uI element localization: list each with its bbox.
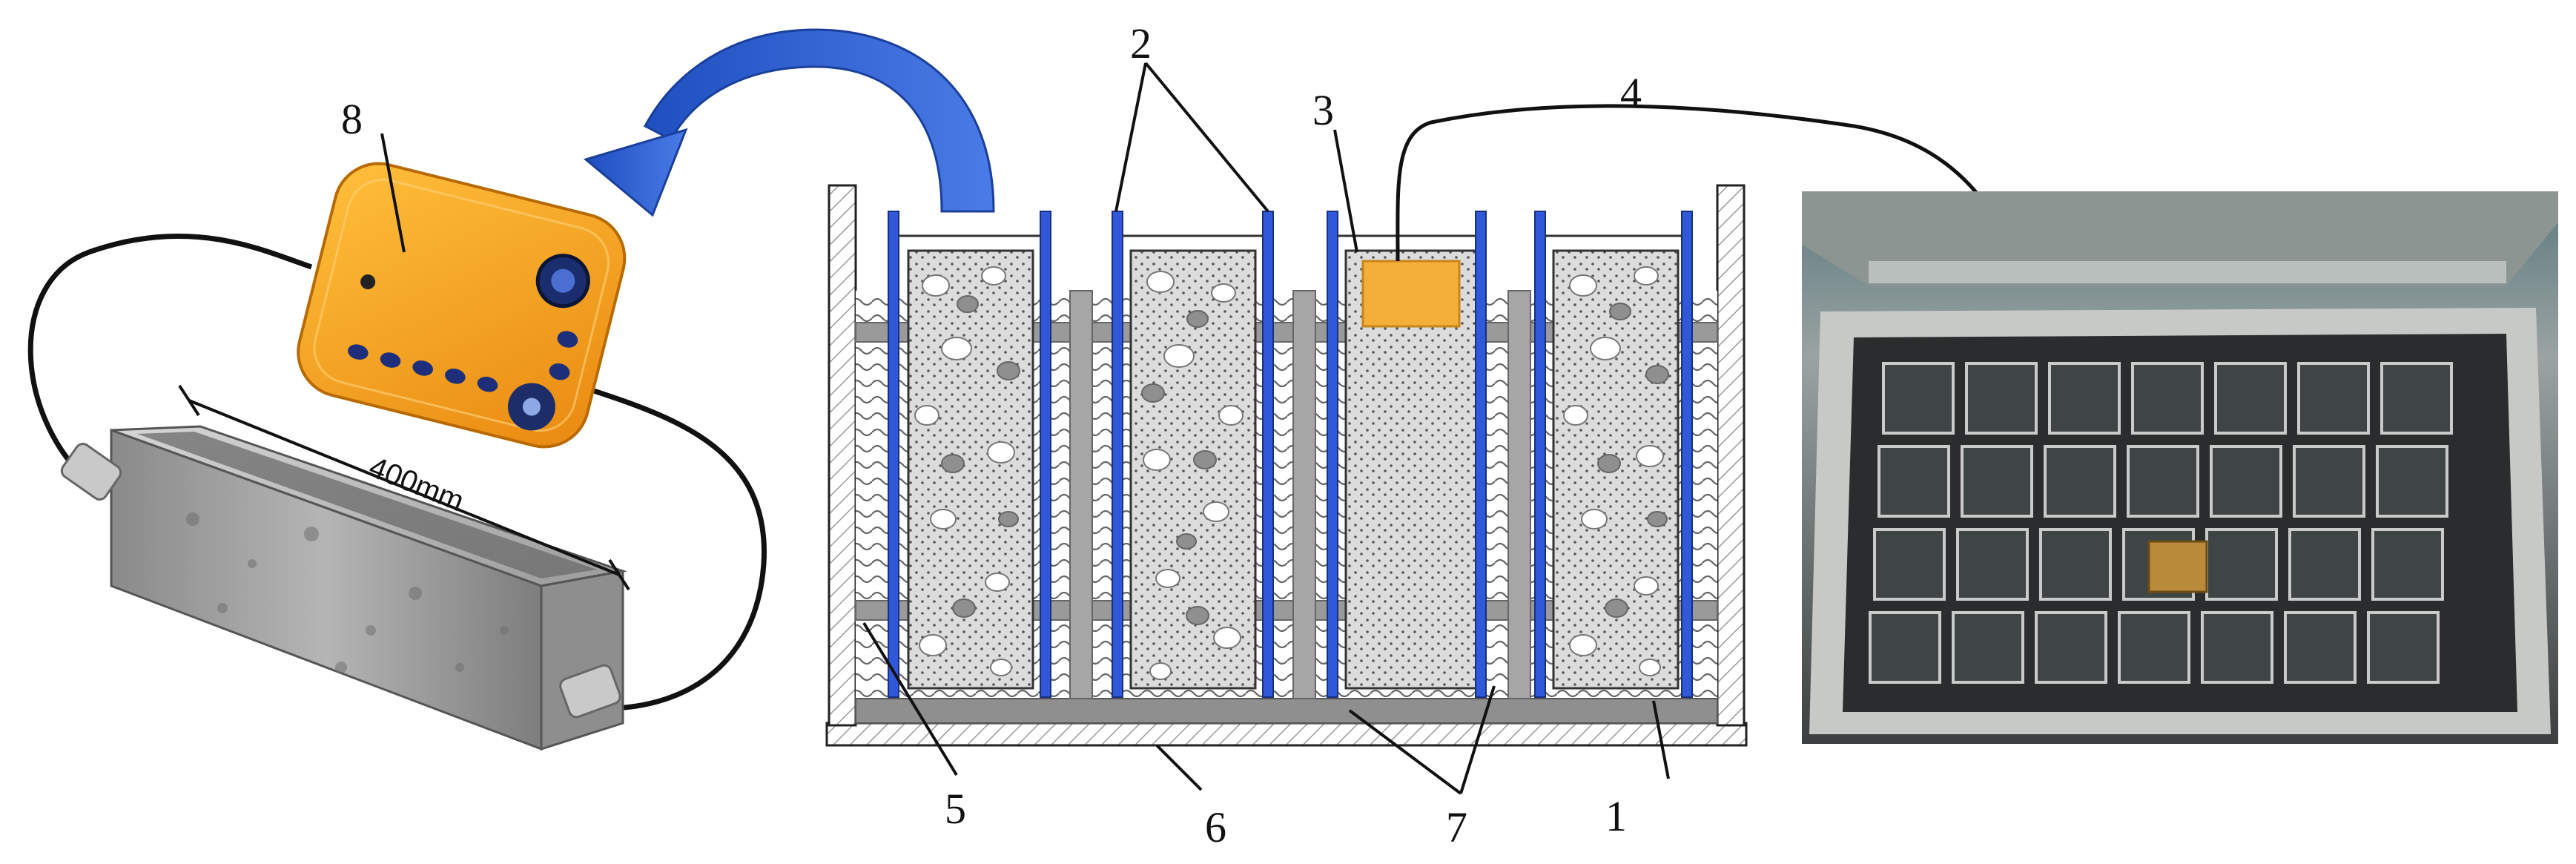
sensor-block	[1361, 260, 1461, 328]
curved-arrow-icon	[583, 28, 995, 217]
photo-mold-cell	[2367, 611, 2440, 684]
mold-grid	[1869, 362, 2453, 684]
photo-mold-cell	[1952, 611, 2024, 684]
photo-mold-cell	[2288, 528, 2361, 601]
photo-mold-cell	[2210, 445, 2282, 518]
photo-mold-cell	[2039, 528, 2112, 601]
label-5: 5	[945, 785, 966, 833]
freeze-thaw-chamber-photo	[1802, 191, 2558, 744]
photo-mold-cell	[1869, 611, 1941, 684]
label-1: 1	[1605, 792, 1627, 840]
right-connector	[559, 664, 621, 719]
label-2: 2	[1130, 19, 1152, 67]
concrete-specimen-4	[1552, 249, 1680, 690]
leader-lines	[862, 62, 1670, 795]
photo-mold-cell	[1882, 362, 1955, 435]
photo-mold-cell	[2293, 445, 2365, 518]
photo-mold-cell	[2118, 611, 2190, 684]
leader-8	[380, 133, 406, 253]
steel-mold-icon	[27, 234, 767, 751]
photo-mold-cell	[1961, 445, 2033, 518]
photo-mold-cell	[1956, 528, 2029, 601]
label-6: 6	[1205, 803, 1226, 851]
label-8: 8	[341, 95, 363, 143]
concrete-specimen-2	[1129, 249, 1257, 690]
guide-rods	[888, 211, 1693, 698]
photo-mold-cell	[1877, 445, 1950, 518]
label-7: 7	[1446, 803, 1467, 851]
data-logger-icon	[297, 162, 627, 449]
cross-section-diagram	[825, 104, 2174, 747]
dimension-line	[178, 384, 630, 591]
photo-mold-cell	[2284, 611, 2357, 684]
photo-sensor-mold	[2147, 540, 2208, 593]
photo-mold-cell	[1873, 528, 1946, 601]
photo-mold-cell	[2044, 445, 2116, 518]
concrete-specimen-1	[907, 249, 1034, 690]
label-4: 4	[1620, 69, 1642, 117]
photo-mold-cell	[2127, 445, 2199, 518]
label-3: 3	[1312, 86, 1334, 134]
photo-mold-cell	[1965, 362, 2038, 435]
left-connector	[60, 443, 122, 501]
photo-mold-cell	[2035, 611, 2107, 684]
photo-mold-cell	[2371, 528, 2444, 601]
sensor-specimen	[1344, 249, 1479, 690]
photo-mold-cell	[2297, 362, 2370, 435]
photo-mold-cell	[2131, 362, 2204, 435]
photo-mold-cell	[2376, 445, 2448, 518]
photo-mold-cell	[2214, 362, 2287, 435]
photo-mold-cell	[2205, 528, 2278, 601]
photo-mold-cell	[2201, 611, 2273, 684]
photo-mold-cell	[2048, 362, 2121, 435]
photo-mold-cell	[2380, 362, 2453, 435]
